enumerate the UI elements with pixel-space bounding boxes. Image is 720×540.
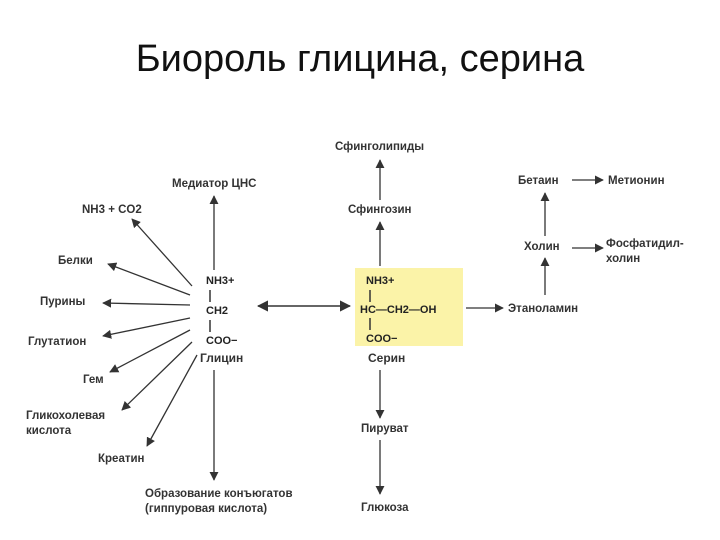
label-proteins: Белки [58, 255, 93, 267]
label-purines: Пурины [40, 296, 86, 308]
label-pyruvate: Пируват [361, 423, 409, 435]
serine-nh3: NH3+ [366, 275, 394, 287]
serine-coo: COO− [366, 333, 397, 345]
label-methionine: Метионин [608, 175, 665, 187]
label-phosphatidylcholine-line2: холин [606, 253, 640, 265]
serine-highlight-box [355, 268, 463, 346]
label-glucose: Глюкоза [361, 502, 409, 514]
label-ethanolamine: Этаноламин [508, 303, 578, 315]
label-sphingolipids: Сфинголипиды [335, 141, 424, 153]
glycine-name: Глицин [200, 351, 243, 365]
serine-arrows [375, 159, 604, 495]
glycine-structure: NH3+ CH2 COO− Глицин [200, 275, 243, 365]
serine-structure: NH3+ HC—CH2—OH COO− Серин [360, 275, 436, 365]
label-creatine: Креатин [98, 453, 145, 465]
label-heme: Гем [83, 374, 104, 386]
label-conjugates-line2: (гиппуровая кислота) [145, 503, 267, 515]
label-phosphatidylcholine-line1: Фосфатидил- [606, 238, 684, 250]
serine-name: Серин [368, 351, 405, 365]
label-glycocholic-line2: кислота [26, 425, 72, 437]
label-choline: Холин [524, 241, 560, 253]
label-betaine: Бетаин [518, 175, 559, 187]
label-nh3-co2: NH3 + CO2 [82, 204, 142, 216]
label-sphingosine: Сфингозин [348, 204, 412, 216]
glycine-ch2: CH2 [206, 305, 228, 317]
glycine-nh3: NH3+ [206, 275, 234, 287]
label-glycocholic-line1: Гликохолевая [26, 410, 105, 422]
glycine-coo: COO− [206, 335, 237, 347]
slide-title: Биороль глицина, серина [135, 38, 585, 80]
label-conjugates-line1: Образование конъюгатов [145, 488, 293, 500]
serine-chain: HC—CH2—OH [360, 304, 436, 316]
label-cns-mediator: Медиатор ЦНС [172, 178, 256, 190]
glycine-arrows [102, 195, 219, 481]
label-glutathione: Глутатион [28, 336, 86, 348]
